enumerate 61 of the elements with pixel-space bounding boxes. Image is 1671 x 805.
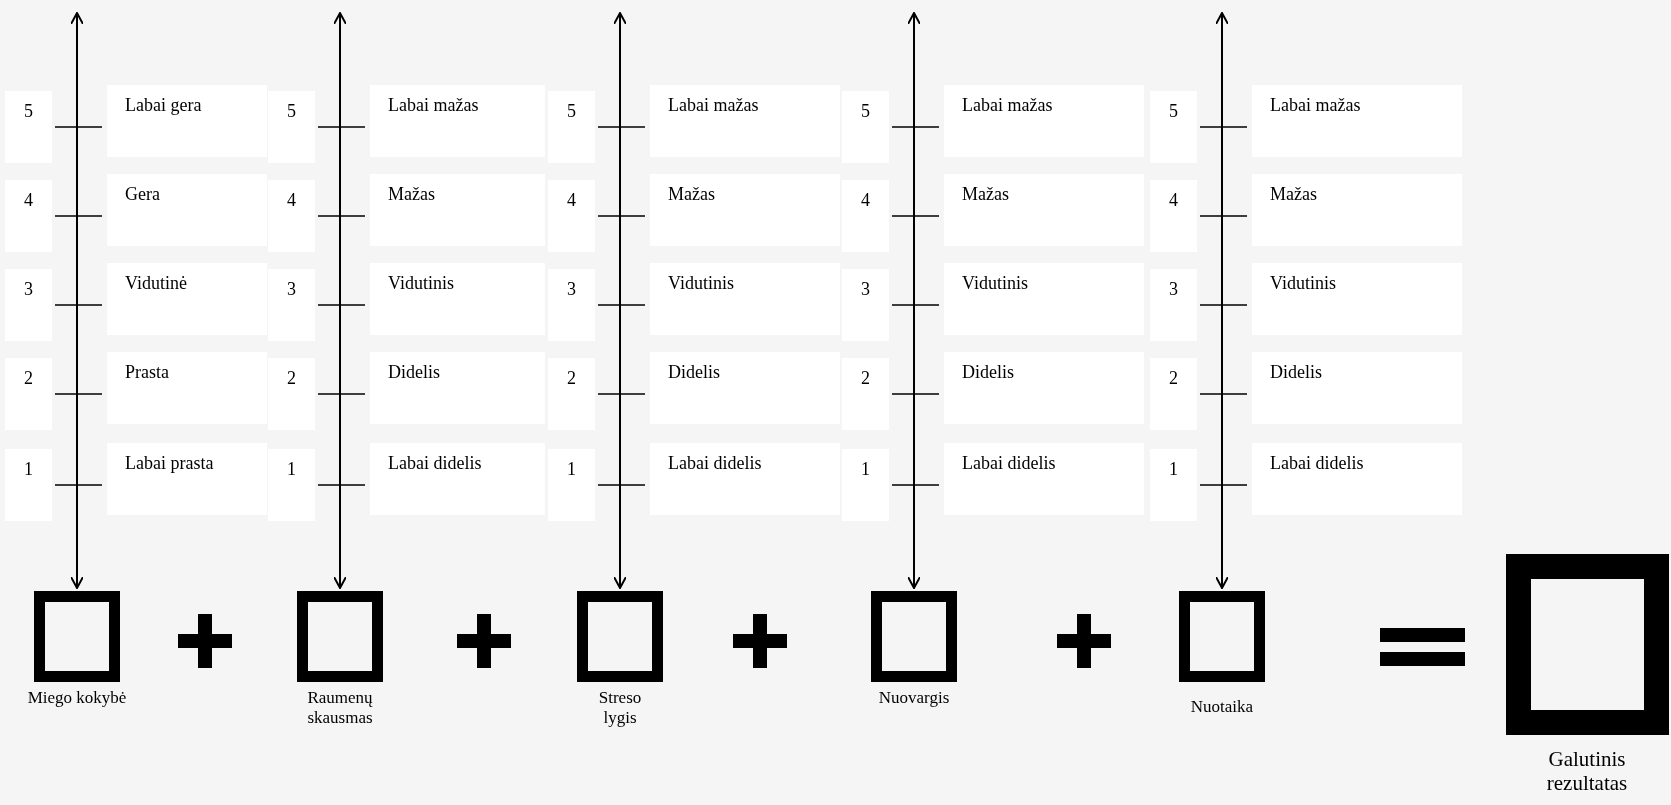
- square-caption: Raumenų skausmas: [306, 688, 374, 728]
- scale-label: Mažas: [650, 174, 840, 246]
- scale-number: 1: [5, 449, 52, 521]
- scale-label: Mažas: [944, 174, 1144, 246]
- scale-number: 4: [548, 180, 595, 252]
- scale-label: Gera: [107, 174, 267, 246]
- square-caption: Nuotaika: [1189, 697, 1255, 717]
- scale-label: Didelis: [1252, 352, 1462, 424]
- scale-label: Vidutinis: [650, 263, 840, 335]
- scale-number: 4: [842, 180, 889, 252]
- scale-number: 5: [268, 91, 315, 163]
- scale-label: Labai mažas: [370, 85, 545, 157]
- scale-label: Didelis: [650, 352, 840, 424]
- scale-label: Didelis: [944, 352, 1144, 424]
- square-caption: Miego kokybė: [26, 688, 128, 708]
- scale-number: 4: [268, 180, 315, 252]
- scale-label: Labai gera: [107, 85, 267, 157]
- scale-label: Didelis: [370, 352, 545, 424]
- scale-number: 3: [548, 269, 595, 341]
- scale-number: 5: [1150, 91, 1197, 163]
- double-arrow: [70, 12, 84, 589]
- scale-label: Mažas: [370, 174, 545, 246]
- scale-label: Vidutinė: [107, 263, 267, 335]
- scale-number: 1: [268, 449, 315, 521]
- scale-number: 3: [268, 269, 315, 341]
- scale-number: 5: [842, 91, 889, 163]
- double-arrow: [907, 12, 921, 589]
- scale-number: 3: [842, 269, 889, 341]
- scale-number: 1: [842, 449, 889, 521]
- double-arrow: [333, 12, 347, 589]
- scale-number: 5: [548, 91, 595, 163]
- scale-number: 5: [5, 91, 52, 163]
- square-caption: Streso lygis: [597, 688, 643, 728]
- scale-number: 2: [1150, 358, 1197, 430]
- scale-label: Vidutinis: [1252, 263, 1462, 335]
- scale-number: 2: [842, 358, 889, 430]
- square-caption: Galutinis rezultatas: [1545, 747, 1629, 796]
- scale-label: Vidutinis: [370, 263, 545, 335]
- scale-label: Labai mažas: [1252, 85, 1462, 157]
- scale-number: 1: [548, 449, 595, 521]
- scale-number: 2: [548, 358, 595, 430]
- scale-label: Labai didelis: [944, 443, 1144, 515]
- scale-label: Labai didelis: [650, 443, 840, 515]
- scale-number: 2: [268, 358, 315, 430]
- scale-label: Labai mažas: [650, 85, 840, 157]
- scale-label: Vidutinis: [944, 263, 1144, 335]
- scale-number: 2: [5, 358, 52, 430]
- scale-label: Mažas: [1252, 174, 1462, 246]
- scale-label: Labai didelis: [1252, 443, 1462, 515]
- double-arrow: [613, 12, 627, 589]
- scale-number: 4: [5, 180, 52, 252]
- scale-number: 3: [5, 269, 52, 341]
- square-caption: Nuovargis: [877, 688, 951, 708]
- scale-number: 4: [1150, 180, 1197, 252]
- scale-number: 3: [1150, 269, 1197, 341]
- scale-label: Labai didelis: [370, 443, 545, 515]
- double-arrow: [1215, 12, 1229, 589]
- scale-label: Labai mažas: [944, 85, 1144, 157]
- scale-label: Labai prasta: [107, 443, 267, 515]
- scale-label: Prasta: [107, 352, 267, 424]
- scale-number: 1: [1150, 449, 1197, 521]
